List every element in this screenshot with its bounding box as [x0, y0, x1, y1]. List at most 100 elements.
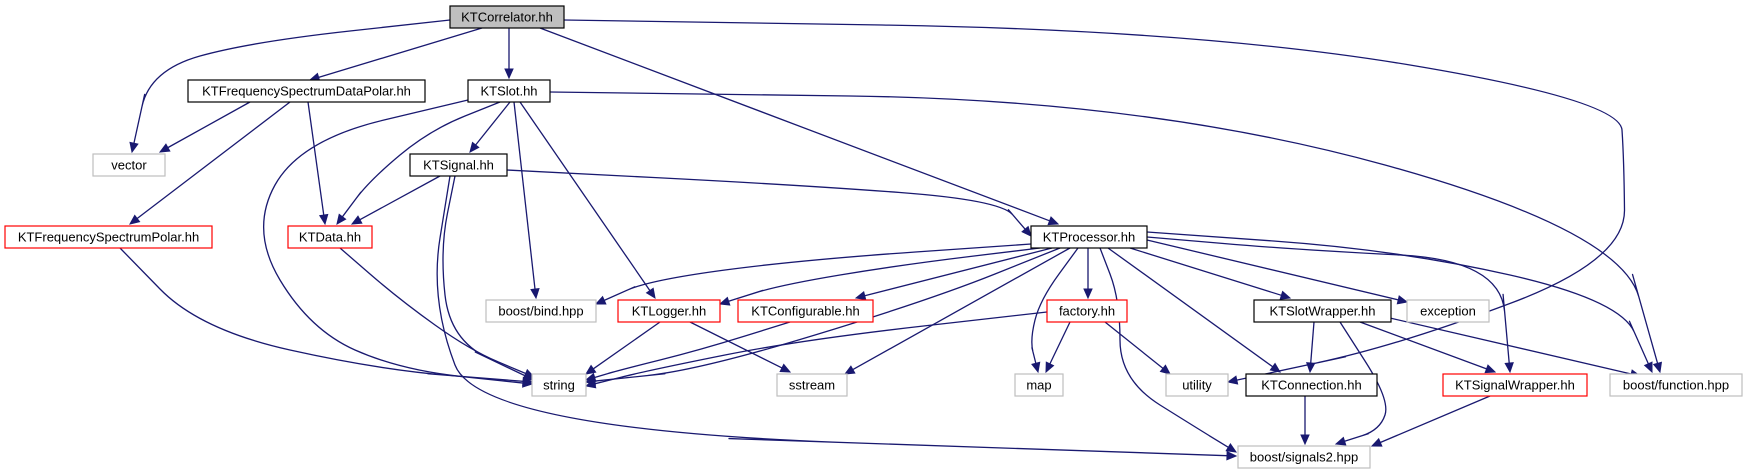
node-string[interactable]: string: [531, 373, 587, 397]
node-label: KTConnection.hh: [1261, 378, 1361, 393]
arrowhead-icon: [1159, 364, 1171, 375]
edge-correlator-to-fsdp: [308, 27, 483, 82]
edge-line: [513, 101, 536, 290]
edge-line: [341, 101, 501, 218]
node-factory[interactable]: factory.hh: [1046, 299, 1128, 323]
arrowhead-icon: [504, 68, 514, 80]
edge-correlator-to-vector: [129, 19, 451, 154]
node-label: KTFrequencySpectrumPolar.hh: [18, 230, 199, 245]
edge-line: [1107, 247, 1274, 368]
node-label: boost/bind.hpp: [498, 304, 583, 319]
edge-line: [442, 175, 527, 377]
arrowhead-icon: [318, 213, 329, 226]
edge-line: [1099, 247, 1229, 448]
node-fsp[interactable]: KTFrequencySpectrumPolar.hh: [4, 225, 213, 249]
edge-correlator-to-utility: [563, 19, 1626, 385]
arrowhead-icon: [336, 213, 347, 225]
node-connection[interactable]: KTConnection.hh: [1245, 373, 1378, 397]
node-correlator[interactable]: KTCorrelator.hh: [449, 5, 565, 29]
node-box: [1442, 373, 1588, 397]
node-slot[interactable]: KTSlot.hh: [467, 79, 551, 103]
node-box: [531, 373, 587, 397]
edges-layer: [119, 19, 1663, 461]
edge-line: [136, 101, 291, 220]
edge-line: [689, 321, 783, 369]
node-logger[interactable]: KTLogger.hh: [617, 299, 721, 323]
arrowhead-icon: [129, 214, 141, 225]
node-box: [1237, 445, 1371, 469]
node-fsdp[interactable]: KTFrequencySpectrumDataPolar.hh: [187, 79, 426, 103]
node-sstream[interactable]: sstream: [776, 373, 848, 397]
edge-processor-to-logger: [718, 247, 1041, 306]
edge-line: [519, 101, 651, 291]
edge-line: [728, 247, 1041, 302]
node-box: [737, 299, 874, 323]
node-box: [1245, 373, 1378, 397]
node-label: KTSlot.hh: [480, 84, 537, 99]
node-bind[interactable]: boost/bind.hpp: [485, 299, 597, 323]
node-vector[interactable]: vector: [92, 153, 166, 177]
node-utility[interactable]: utility: [1165, 373, 1229, 397]
edge-correlator-to-slot: [504, 28, 514, 80]
node-box: [1609, 373, 1743, 397]
edge-line: [1031, 247, 1079, 364]
edge-slot-to-signal: [469, 101, 511, 153]
edge-line: [1380, 395, 1491, 444]
arrowhead-icon: [1652, 361, 1663, 374]
edge-line: [1049, 321, 1071, 365]
node-box: [287, 225, 373, 249]
node-box: [1046, 299, 1128, 323]
edge-line: [864, 247, 1053, 297]
arrowhead-icon: [843, 365, 856, 375]
node-box: [1165, 373, 1229, 397]
node-slotwrapper[interactable]: KTSlotWrapper.hh: [1253, 299, 1392, 323]
edge-signalwrapper-to-signals2: [1370, 395, 1491, 447]
arrowhead-icon: [1306, 362, 1316, 374]
node-box: [4, 225, 213, 249]
node-label: exception: [1420, 304, 1476, 319]
arrowhead-icon: [469, 141, 480, 153]
node-signalwrapper[interactable]: KTSignalWrapper.hh: [1442, 373, 1588, 397]
edge-processor-to-bind: [594, 243, 1032, 305]
arrowhead-icon: [1334, 436, 1347, 446]
node-data[interactable]: KTData.hh: [287, 225, 373, 249]
node-label: KTSlotWrapper.hh: [1270, 304, 1376, 319]
node-label: KTData.hh: [299, 230, 361, 245]
node-configurable[interactable]: KTConfigurable.hh: [737, 299, 874, 323]
arrowhead-icon: [594, 295, 607, 305]
nodes-layer: KTCorrelator.hhvectorKTFrequencySpectrum…: [4, 5, 1743, 469]
node-label: map: [1026, 378, 1051, 393]
node-box: [92, 153, 166, 177]
node-function[interactable]: boost/function.hpp: [1609, 373, 1743, 397]
arrowhead-icon: [854, 291, 867, 301]
edge-line: [119, 247, 524, 382]
node-label: string: [543, 378, 575, 393]
arrowhead-icon: [158, 143, 171, 153]
node-signal[interactable]: KTSignal.hh: [409, 153, 508, 177]
edge-line: [1359, 321, 1487, 370]
edge-line: [307, 101, 325, 216]
arrowhead-icon: [1031, 361, 1041, 374]
edge-line: [539, 27, 1050, 222]
edge-correlator-to-processor: [539, 27, 1060, 226]
edge-line: [359, 175, 441, 221]
node-processor[interactable]: KTProcessor.hh: [1030, 225, 1148, 249]
arrowhead-icon: [522, 376, 534, 387]
edge-processor-to-exception: [1146, 239, 1409, 305]
arrowhead-icon: [530, 288, 540, 300]
edge-line: [549, 91, 1659, 364]
arrowhead-icon: [1226, 450, 1238, 461]
node-exception[interactable]: exception: [1406, 299, 1490, 323]
edge-processor-to-signals2: [1099, 247, 1238, 453]
edge-line: [1146, 239, 1399, 301]
node-box: [1014, 373, 1064, 397]
edge-line: [506, 169, 1026, 230]
arrowhead-icon: [779, 363, 792, 373]
node-box: [409, 153, 508, 177]
edge-fsdp-to-data: [307, 101, 329, 226]
arrowhead-icon: [718, 296, 731, 306]
node-label: KTConfigurable.hh: [751, 304, 859, 319]
node-signals2[interactable]: boost/signals2.hpp: [1237, 445, 1371, 469]
arrowhead-icon: [1484, 364, 1497, 374]
node-map[interactable]: map: [1014, 373, 1064, 397]
